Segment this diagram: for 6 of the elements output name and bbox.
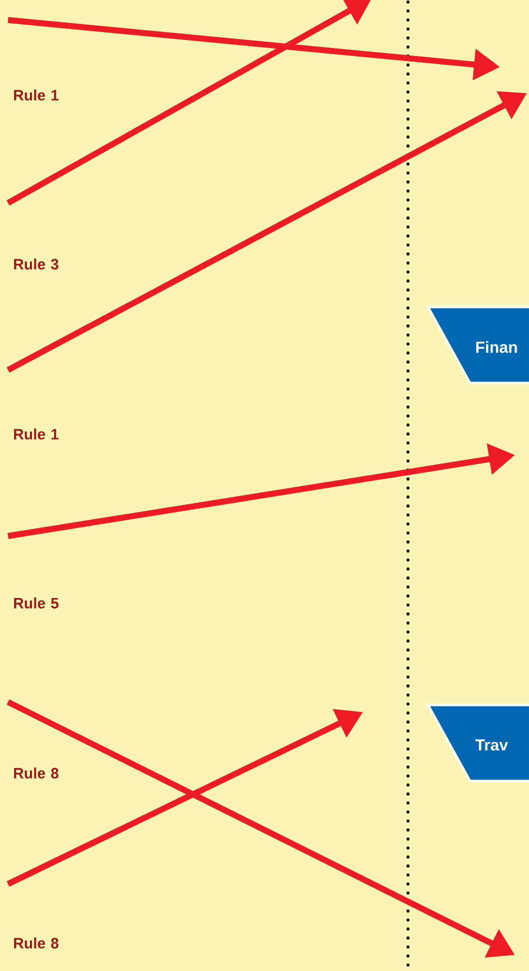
rule-label: Rule 1 <box>14 428 58 440</box>
rule-label: Rule 1 <box>14 90 58 100</box>
rule-label: Rule 8 <box>14 938 58 948</box>
rule-label: Rule 3 <box>14 258 58 270</box>
rule-label: Rule 8 <box>14 768 58 778</box>
rule-label: Rule 5 <box>14 598 58 608</box>
